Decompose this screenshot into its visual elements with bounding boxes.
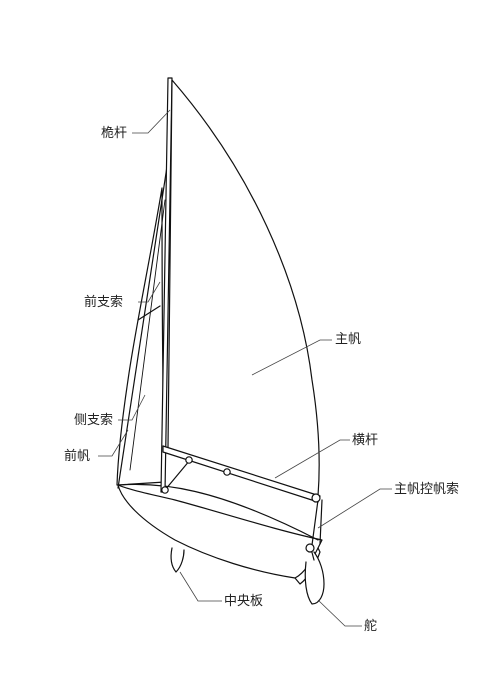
jib-batten	[137, 305, 161, 321]
label-rudder: 舵	[364, 619, 378, 634]
label-mainsheet: 主帆控帆索	[394, 482, 460, 497]
mast-step-block	[161, 486, 169, 494]
label-mast: 桅杆	[101, 126, 128, 141]
rudder	[304, 551, 325, 605]
mainsail	[167, 79, 320, 497]
shroud	[129, 199, 166, 471]
label-centerboard: 中央板	[224, 594, 264, 609]
leader-centerboard	[179, 571, 222, 602]
leader-jib	[98, 429, 129, 457]
leader-shroud	[118, 394, 146, 421]
leader-forestay	[138, 281, 161, 303]
label-boom: 横杆	[352, 433, 379, 448]
leader-mainsail	[251, 339, 332, 376]
label-mainsail: 主帆	[335, 332, 362, 347]
leader-boom	[274, 439, 350, 479]
leader-mainsheet	[317, 488, 392, 529]
vang-block	[185, 456, 193, 464]
leader-rudder	[317, 599, 362, 627]
boom-block	[223, 468, 231, 476]
mainsheet-2	[319, 499, 323, 545]
mainsheet	[311, 499, 319, 546]
leader-mast	[132, 109, 171, 134]
label-shroud: 侧支索	[74, 413, 114, 428]
mainsheet-block	[311, 493, 321, 503]
centerboard	[170, 547, 185, 573]
vang	[164, 459, 191, 491]
traveller-block	[305, 543, 315, 553]
label-forestay: 前支索	[84, 295, 124, 310]
label-jib: 前帆	[64, 449, 91, 464]
